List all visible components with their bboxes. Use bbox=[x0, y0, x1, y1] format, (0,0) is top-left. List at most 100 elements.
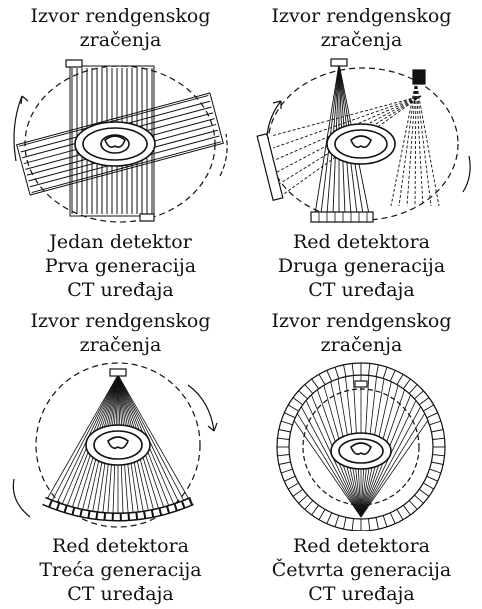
detector-cell bbox=[409, 501, 417, 510]
patient-cross-section bbox=[327, 124, 395, 164]
detector-cell bbox=[409, 385, 417, 394]
detector-cell bbox=[383, 367, 387, 378]
source-label: Izvor rendgenskog zračenja bbox=[0, 4, 241, 52]
detector-cell bbox=[284, 476, 295, 481]
rotation-arrow-right bbox=[188, 385, 214, 431]
caption-line-1: Red detektora bbox=[241, 230, 482, 254]
source-label: Izvor rendgenskog zračenja bbox=[241, 4, 482, 52]
source-label-line-2: zračenja bbox=[241, 28, 482, 52]
detector-cell bbox=[430, 469, 441, 473]
generation-caption: Red detektora Treća generacija CT uređaj… bbox=[0, 534, 241, 606]
detector-cell bbox=[299, 495, 308, 503]
source-label-line-1: Izvor rendgenskog bbox=[0, 309, 241, 333]
detector-cell bbox=[369, 364, 370, 376]
detector-cell bbox=[419, 489, 429, 496]
detector-cell bbox=[312, 379, 319, 389]
x-ray-source bbox=[110, 369, 126, 376]
caption-line-2: Četvrta generacija bbox=[241, 558, 482, 582]
rotated-source bbox=[413, 70, 425, 84]
caption-line-1: Red detektora bbox=[0, 534, 241, 558]
detector-cell bbox=[319, 509, 325, 519]
detector-cell bbox=[415, 495, 424, 503]
fourth-generation-diagram bbox=[241, 361, 482, 531]
detector-cell bbox=[344, 365, 347, 377]
source-label-line-1: Izvor rendgenskog bbox=[241, 4, 482, 28]
detector-cell bbox=[397, 374, 403, 384]
detector-cell bbox=[376, 517, 379, 529]
detector-cell bbox=[293, 398, 303, 405]
third-generation-panel: Izvor rendgenskog zračenja Red detektora… bbox=[0, 305, 241, 609]
rotation-arrow-right bbox=[220, 134, 227, 176]
rotation-arrow-left bbox=[13, 479, 30, 517]
detector-cell bbox=[281, 421, 292, 425]
detector-cell bbox=[352, 364, 353, 376]
fourth-generation-panel: Izvor rendgenskog zračenja Red detektora… bbox=[241, 305, 482, 609]
generation-caption: Red detektora Četvrta generacija CT uređ… bbox=[241, 534, 482, 606]
detector-cell bbox=[344, 517, 347, 529]
patient-cross-section bbox=[331, 433, 391, 469]
detector-cell bbox=[383, 516, 387, 527]
detector-cell bbox=[278, 438, 290, 439]
caption-line-2: Druga generacija bbox=[241, 254, 482, 278]
detector-cell bbox=[279, 430, 291, 433]
detector-cell bbox=[279, 462, 291, 465]
detector-cell bbox=[423, 483, 433, 489]
rotation-arrow-right bbox=[463, 156, 470, 192]
detector-row bbox=[311, 212, 373, 222]
detector-cell bbox=[390, 513, 395, 524]
detector-cell bbox=[335, 516, 339, 527]
detector-cell bbox=[327, 370, 332, 381]
detector-cell bbox=[352, 519, 353, 531]
detector-cell bbox=[433, 455, 445, 456]
caption-line-3: CT uređaja bbox=[241, 278, 482, 302]
detector-cell bbox=[335, 367, 339, 378]
x-ray-source bbox=[355, 381, 367, 387]
x-ray-source bbox=[66, 60, 82, 67]
detector-cell bbox=[278, 455, 290, 456]
caption-line-2: Treća generacija bbox=[0, 558, 241, 582]
detector-cell bbox=[376, 365, 379, 377]
caption-line-1: Jedan detektor bbox=[0, 230, 241, 254]
source-label-line-2: zračenja bbox=[0, 333, 241, 357]
source-label: Izvor rendgenskog zračenja bbox=[241, 309, 482, 357]
caption-line-3: CT uređaja bbox=[0, 582, 241, 606]
caption-line-2: Prva generacija bbox=[0, 254, 241, 278]
caption-line-3: CT uređaja bbox=[241, 582, 482, 606]
caption-line-1: Red detektora bbox=[241, 534, 482, 558]
detector-cell bbox=[312, 505, 319, 515]
detector-cell bbox=[293, 489, 303, 496]
detector-cell bbox=[369, 519, 370, 531]
first-generation-diagram bbox=[0, 56, 241, 226]
source-label-line-2: zračenja bbox=[241, 333, 482, 357]
detector-cell bbox=[305, 501, 313, 510]
tilted-detector-row bbox=[257, 134, 283, 200]
patient-cross-section bbox=[75, 122, 155, 166]
detector-cell bbox=[305, 385, 313, 394]
detector-cell bbox=[430, 421, 441, 425]
generation-caption: Red detektora Druga generacija CT uređaj… bbox=[241, 230, 482, 302]
first-generation-panel: Izvor rendgenskog zračenja bbox=[0, 0, 241, 304]
detector-cell bbox=[415, 391, 424, 399]
detector-cell bbox=[433, 438, 445, 439]
detector-cell bbox=[403, 505, 410, 515]
generation-caption: Jedan detektor Prva generacija CT uređaj… bbox=[0, 230, 241, 302]
single-detector bbox=[140, 214, 154, 221]
source-label: Izvor rendgenskog zračenja bbox=[0, 309, 241, 357]
detector-cell bbox=[427, 413, 438, 418]
detector-cell bbox=[403, 379, 410, 389]
detector-cell bbox=[427, 476, 438, 481]
patient-cross-section bbox=[86, 425, 150, 465]
detector-cell bbox=[431, 430, 443, 433]
source-label-line-1: Izvor rendgenskog bbox=[0, 4, 241, 28]
detector-cell bbox=[281, 469, 292, 473]
detector-cell bbox=[390, 370, 395, 381]
detector-cell bbox=[431, 462, 443, 465]
caption-line-3: CT uređaja bbox=[0, 278, 241, 302]
second-generation-diagram bbox=[241, 56, 482, 226]
detector-cell bbox=[397, 509, 403, 519]
source-label-line-2: zračenja bbox=[0, 28, 241, 52]
source-label-line-1: Izvor rendgenskog bbox=[241, 309, 482, 333]
x-ray-source bbox=[331, 59, 347, 66]
detector-cell bbox=[288, 483, 298, 489]
detector-cell bbox=[319, 374, 325, 384]
